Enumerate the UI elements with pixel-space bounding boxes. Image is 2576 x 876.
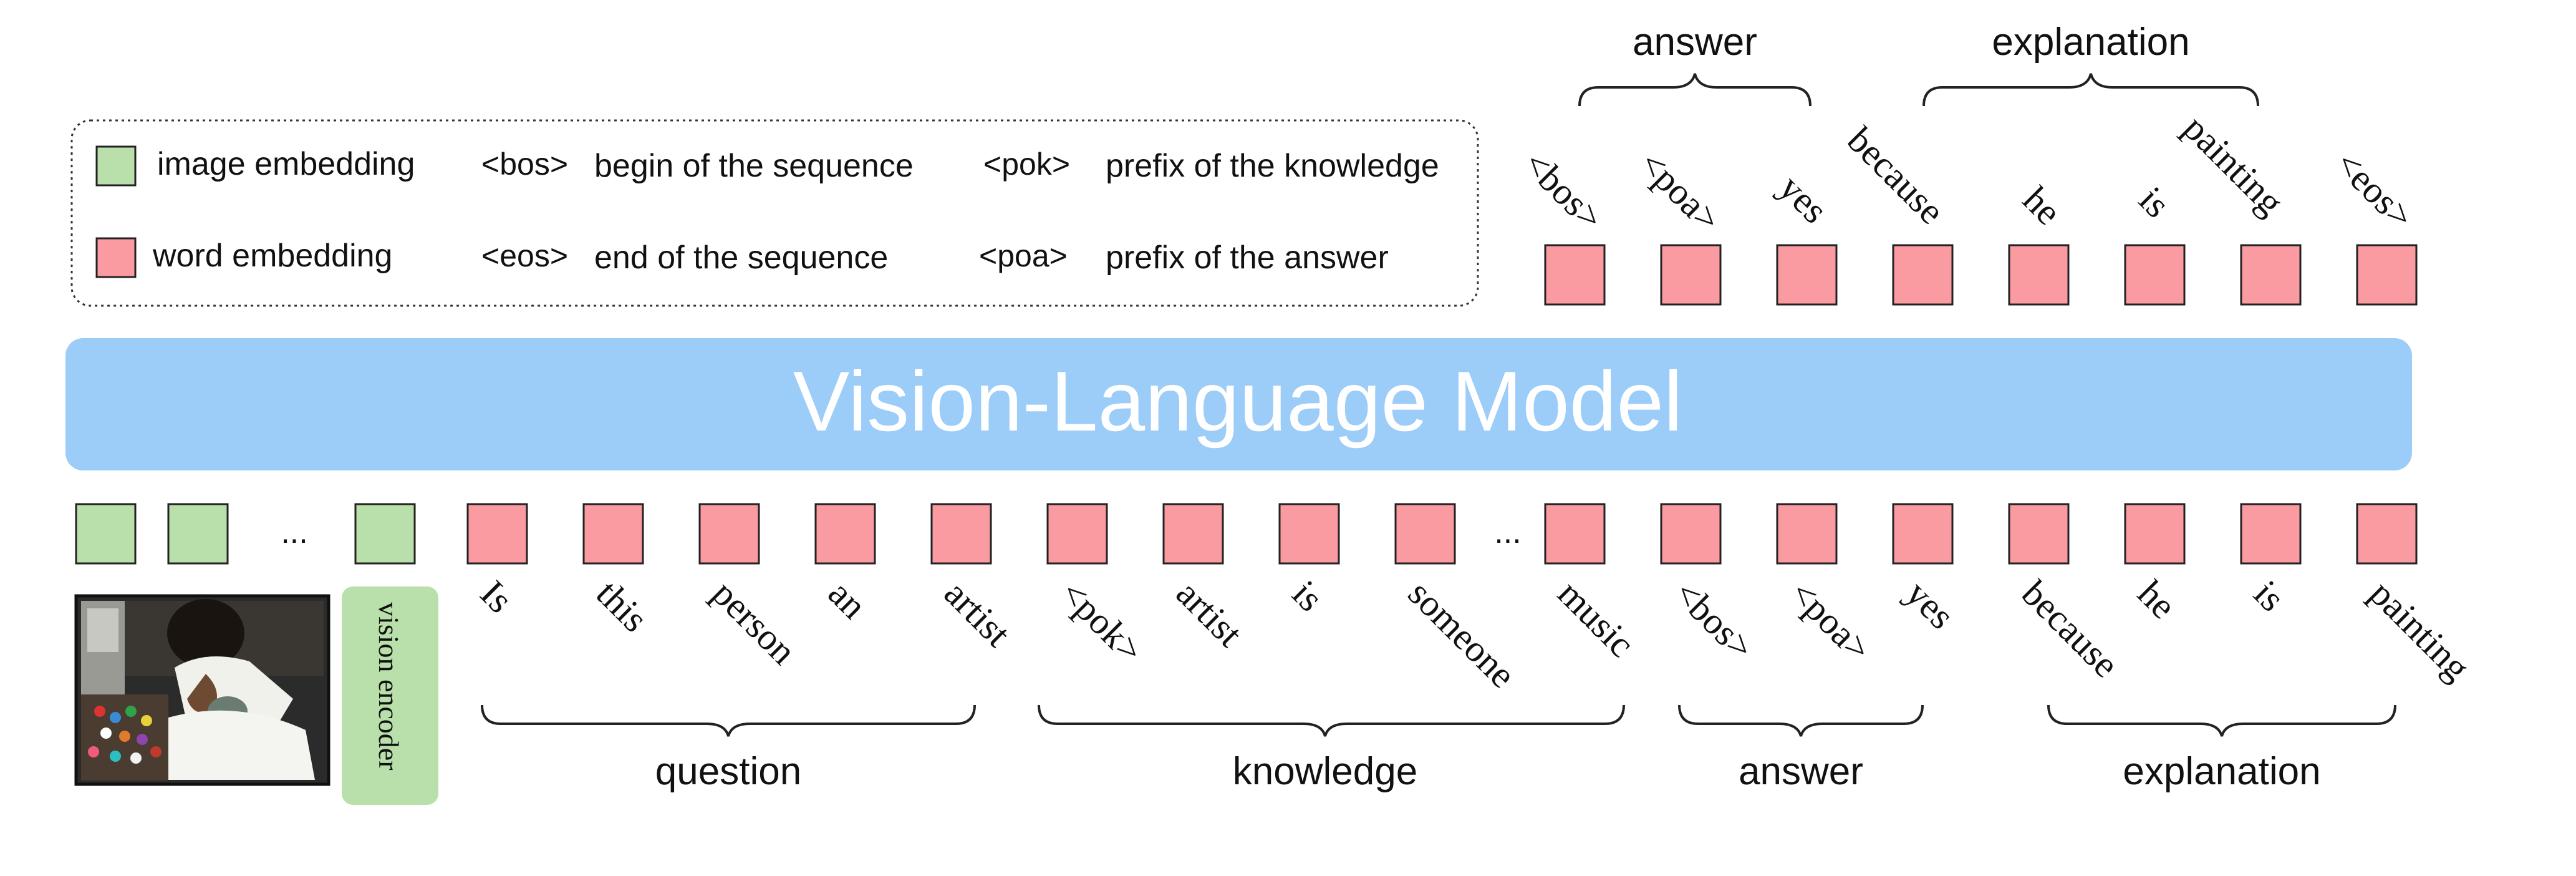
input-token-label: artist xyxy=(937,573,1019,655)
image-embedding-ellipsis: ... xyxy=(281,514,307,550)
output-embedding-square xyxy=(2356,244,2418,306)
input-token-label: person xyxy=(705,573,804,673)
legend-bos-token: <bos> xyxy=(481,147,568,182)
word-embedding-square xyxy=(466,503,528,565)
output-group-label-explanation: explanation xyxy=(1992,21,2189,64)
word-embedding-ellipsis: ... xyxy=(1494,514,1521,550)
word-embedding-square xyxy=(2240,503,2302,565)
model-block: Vision-Language Model xyxy=(65,338,2412,470)
word-embedding-square xyxy=(2356,503,2418,565)
legend-pok-token: <pok> xyxy=(983,147,1070,182)
word-embedding-square xyxy=(1278,503,1340,565)
image-embedding-square xyxy=(354,503,416,565)
brace-question xyxy=(481,704,976,737)
word-embedding-square xyxy=(1892,503,1954,565)
input-token-label: music xyxy=(1550,573,1643,665)
legend: image embedding word embedding <bos> beg… xyxy=(70,119,1479,307)
input-token-label: yes xyxy=(1898,573,1962,637)
legend-poa-desc: prefix of the answer xyxy=(1106,240,1389,276)
legend-poa-token: <poa> xyxy=(979,238,1068,273)
legend-word-label: word embedding xyxy=(152,238,392,274)
input-token-label: is xyxy=(1285,573,1331,620)
vision-encoder-label: vision encoder xyxy=(373,602,405,771)
group-label-question: question xyxy=(655,750,801,793)
input-token-label: <poa> xyxy=(1782,573,1879,670)
word-embedding-square xyxy=(2124,503,2186,565)
input-token-label: painting xyxy=(2362,573,2478,689)
input-braces: question knowledge answer explanation xyxy=(481,704,2396,793)
group-label-knowledge: knowledge xyxy=(1233,750,1417,793)
image-embedding-square xyxy=(75,503,137,565)
vision-encoder: vision encoder xyxy=(342,586,438,805)
word-embedding-square xyxy=(698,503,760,565)
output-token-label: is xyxy=(2131,178,2178,225)
model-bar xyxy=(65,338,2412,470)
output-token-label: because xyxy=(1840,119,1952,232)
word-embedding-square xyxy=(814,503,876,565)
input-token-label: this xyxy=(589,573,656,640)
group-label-answer: answer xyxy=(1739,750,1863,793)
output-token-label: painting xyxy=(2176,107,2292,223)
input-token-label: because xyxy=(2014,573,2127,686)
input-token-label: someone xyxy=(1401,573,1523,696)
painting-photo xyxy=(74,594,330,786)
brace-answer xyxy=(1678,704,1924,737)
output-token-label: he xyxy=(2015,178,2070,233)
word-embedding-square xyxy=(2008,503,2070,565)
output-word-embeddings xyxy=(1544,244,2418,306)
word-embedding-square xyxy=(1544,503,1606,565)
word-embedding-square xyxy=(1394,503,1456,565)
output-embedding-square xyxy=(1660,244,1722,306)
input-token-label: <pok> xyxy=(1053,573,1151,671)
brace-output-answer xyxy=(1578,73,1811,107)
legend-border xyxy=(70,119,1479,307)
brace-explanation xyxy=(2047,704,2396,737)
model-title: Vision-Language Model xyxy=(793,354,1683,449)
word-embedding-square xyxy=(1046,503,1108,565)
brace-knowledge xyxy=(1038,704,1625,737)
image-embeddings: ... xyxy=(75,503,416,565)
vision-encoder-box xyxy=(342,586,438,805)
word-embedding-square xyxy=(1162,503,1224,565)
input-token-label: artist xyxy=(1169,573,1251,655)
output-embedding-square xyxy=(2240,244,2302,306)
output-token-label: <bos> xyxy=(1515,143,1611,238)
legend-eos-desc: end of the sequence xyxy=(594,240,888,276)
image-embedding-square xyxy=(167,503,229,565)
output-embedding-square xyxy=(1776,244,1838,306)
legend-pok-desc: prefix of the knowledge xyxy=(1106,148,1439,184)
word-embedding-square xyxy=(930,503,992,565)
output-embedding-square xyxy=(1892,244,1954,306)
legend-word-square xyxy=(95,237,137,278)
output-embedding-square xyxy=(1544,244,1606,306)
input-token-label: <bos> xyxy=(1666,573,1762,668)
word-embedding-square xyxy=(1660,503,1722,565)
output-group-label-answer: answer xyxy=(1633,21,1757,64)
output-token-label: yes xyxy=(1772,167,1836,231)
word-embedding-square xyxy=(1776,503,1838,565)
output-embedding-square xyxy=(2008,244,2070,306)
legend-bos-desc: begin of the sequence xyxy=(594,148,914,184)
legend-image-label: image embedding xyxy=(157,146,415,182)
word-embedding-square xyxy=(582,503,644,565)
input-token-label: an xyxy=(821,573,875,627)
output-embedding-square xyxy=(2124,244,2186,306)
output-token-label: <poa> xyxy=(1631,143,1729,240)
input-word-embeddings xyxy=(466,503,2418,565)
input-token-label: is xyxy=(2246,573,2293,620)
input-token-label: he xyxy=(2130,573,2184,627)
group-label-explanation: explanation xyxy=(2123,750,2320,793)
input-token-label: Is xyxy=(473,573,521,621)
brace-output-explanation xyxy=(1922,73,2259,107)
legend-eos-token: <eos> xyxy=(481,238,568,273)
legend-image-square xyxy=(95,145,137,187)
output-token-label: <eos> xyxy=(2327,143,2421,237)
output-braces: answer explanation xyxy=(1578,21,2259,107)
